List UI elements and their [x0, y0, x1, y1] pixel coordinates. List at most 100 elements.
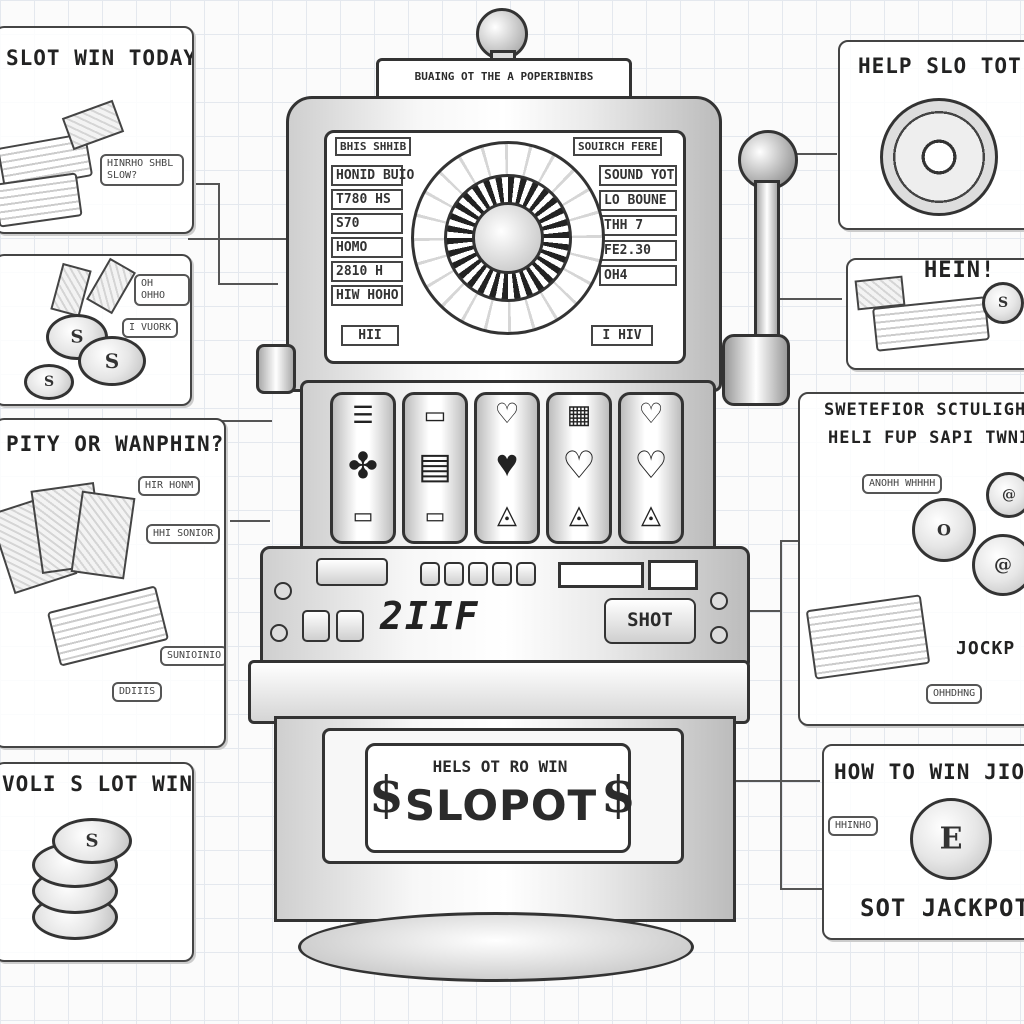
banknote-icon — [61, 99, 125, 151]
screen-left-list: HONID BUIO T780 HS S70 HOMO 2810 H HIW H… — [331, 165, 414, 306]
wire — [780, 540, 800, 542]
panel-how-to-win: HOW TO WIN JIOLI HHINHO E SOT JACKPOT — [822, 744, 1024, 940]
screen-header-right: SOUIRCH FERE — [573, 137, 663, 156]
reel-symbol-mid: ✤ — [347, 445, 379, 486]
panel-help-slot: HELP SLO TOT W — [838, 40, 1024, 230]
panel-note: SUNIOINIO — [160, 646, 224, 666]
cash-stack-icon — [0, 172, 83, 228]
panel-title-line-2: HELI FUP SAPI TWNIC — [828, 428, 1024, 448]
panel-note: DDIIIS — [112, 682, 163, 702]
panel-note: HIR HONM — [138, 476, 201, 496]
reel: ▦ ♡ ◬ — [546, 392, 612, 544]
credit-button[interactable] — [444, 562, 464, 586]
cash-stack-icon — [805, 594, 931, 680]
reel-symbol-top: ▦ — [566, 399, 592, 429]
credit-button[interactable] — [516, 562, 536, 586]
lever-base — [722, 334, 790, 406]
screen-header-left: BHIS SHHIB — [335, 137, 412, 156]
panel-title: HEIN! — [924, 258, 996, 283]
bonus-wheel-icon — [411, 141, 605, 335]
panel-title: HOW TO WIN JIOLI — [834, 760, 1024, 784]
wire — [188, 238, 288, 240]
panel-note: I VUORK — [122, 318, 179, 338]
jackpot-subtitle: HELS OT RO WIN — [432, 757, 568, 776]
coin-icon: @ — [986, 472, 1024, 518]
shot-button[interactable]: SHOT — [604, 598, 696, 644]
coin-icon: E — [910, 798, 992, 880]
line-button[interactable] — [336, 610, 364, 642]
cash-stack-icon — [46, 585, 170, 667]
top-sign: BUAING OT THE A POPERIBNIBS — [376, 58, 632, 102]
info-display — [558, 562, 644, 588]
wire — [745, 610, 780, 612]
panel-coins-left: S S S OH OHHO I VUORK — [0, 254, 192, 406]
jackpot-plate — [365, 743, 631, 853]
dollar-sign-icon: $ — [369, 765, 404, 824]
screen-line: HIW HOHO — [331, 285, 403, 306]
pedestal — [298, 912, 694, 982]
panel-title-line-1: SWETEFIOR SCTULIGH T — [824, 400, 1024, 420]
panel-title: PITY OR WANPHIN? — [6, 432, 225, 456]
reel-symbol-bot: ◬ — [497, 499, 517, 529]
jackpot-title: SLOPOT — [404, 781, 598, 830]
screen-line: OH4 — [599, 265, 677, 286]
reel-symbol-mid: ♡ — [561, 445, 597, 487]
banknote-icon — [50, 262, 92, 318]
panel-hein: HEIN! S — [846, 258, 1024, 370]
reel: ♡ ♡ ◬ — [618, 392, 684, 544]
reel-symbol-mid: ♥ — [495, 443, 519, 485]
reel: ☰ ✤ ▭ — [330, 392, 396, 544]
screw-icon — [270, 624, 288, 642]
credit-display-label: 2IIF — [380, 594, 480, 638]
wire — [795, 153, 837, 155]
credit-button[interactable] — [492, 562, 512, 586]
screw-icon — [274, 582, 292, 600]
shot-button-label: SHOT — [627, 609, 673, 631]
panel-pity: PITY OR WANPHIN? HIR HONM HHI SONIOR SUN… — [0, 418, 226, 748]
panel-note: HHI SONIOR — [146, 524, 221, 544]
screen-line: 2810 H — [331, 261, 403, 282]
reel-symbol-top: ♡ — [494, 398, 520, 429]
wire — [192, 183, 220, 185]
wire — [218, 283, 278, 285]
reel-symbol-top: ☰ — [352, 402, 374, 429]
panel-sweteffor: SWETEFIOR SCTULIGH T HELI FUP SAPI TWNIC… — [798, 392, 1024, 726]
wire — [780, 540, 782, 890]
coin-letter: E — [939, 821, 963, 857]
banknote-icon — [86, 257, 136, 315]
coin-icon: O — [912, 498, 976, 562]
wheel-icon — [880, 98, 998, 216]
screen-right-list: SOUND YOT LO BOUNE THH 7 FE2.30 OH4 — [599, 165, 677, 286]
banknote-icon — [70, 490, 136, 580]
coin-icon: S — [78, 336, 146, 386]
panel-note: ANOHH WHHHH — [862, 474, 943, 494]
credit-button[interactable] — [420, 562, 440, 586]
reel: ♡ ♥ ◬ — [474, 392, 540, 544]
wire — [780, 888, 822, 890]
screen-line: FE2.30 — [599, 240, 677, 261]
coin-icon: S — [982, 282, 1024, 324]
reel: ▭ ▤ ▭ — [402, 392, 468, 544]
slot-machine: BUAING OT THE A POPERIBNIBS BHIS SHHIB S… — [240, 0, 798, 1000]
panel-note: HINRHO SHBL SLOW? — [100, 154, 184, 186]
reel-symbol-bot: ◬ — [641, 499, 661, 529]
jackpot-label: JOCKP — [956, 638, 1016, 659]
panel-note: OH OHHO — [134, 274, 190, 306]
top-sign-text: BUAING OT THE A POPERIBNIBS — [414, 70, 594, 83]
info-display — [648, 560, 698, 590]
reel-symbol-mid: ♡ — [633, 445, 669, 487]
wire — [218, 183, 220, 283]
bet-button[interactable] — [316, 558, 388, 586]
cabinet-ledge — [248, 660, 750, 724]
screen-line: T780 HS — [331, 189, 403, 210]
reel-symbol-mid: ▤ — [417, 445, 452, 486]
bonus-screen: BHIS SHHIB SOUIRCH FERE HONID BUIO T780 … — [324, 130, 686, 364]
dollar-sign-icon: $ — [601, 765, 636, 824]
lever-arm[interactable] — [754, 180, 780, 346]
credit-button[interactable] — [468, 562, 488, 586]
reel-symbol-top: ▭ — [423, 402, 447, 429]
line-button[interactable] — [302, 610, 330, 642]
wire — [760, 298, 842, 300]
screen-line: LO BOUNE — [599, 190, 677, 211]
panel-slot-win-today: SLOT WIN TODAY HINRHO SHBL SLOW? — [0, 26, 194, 234]
